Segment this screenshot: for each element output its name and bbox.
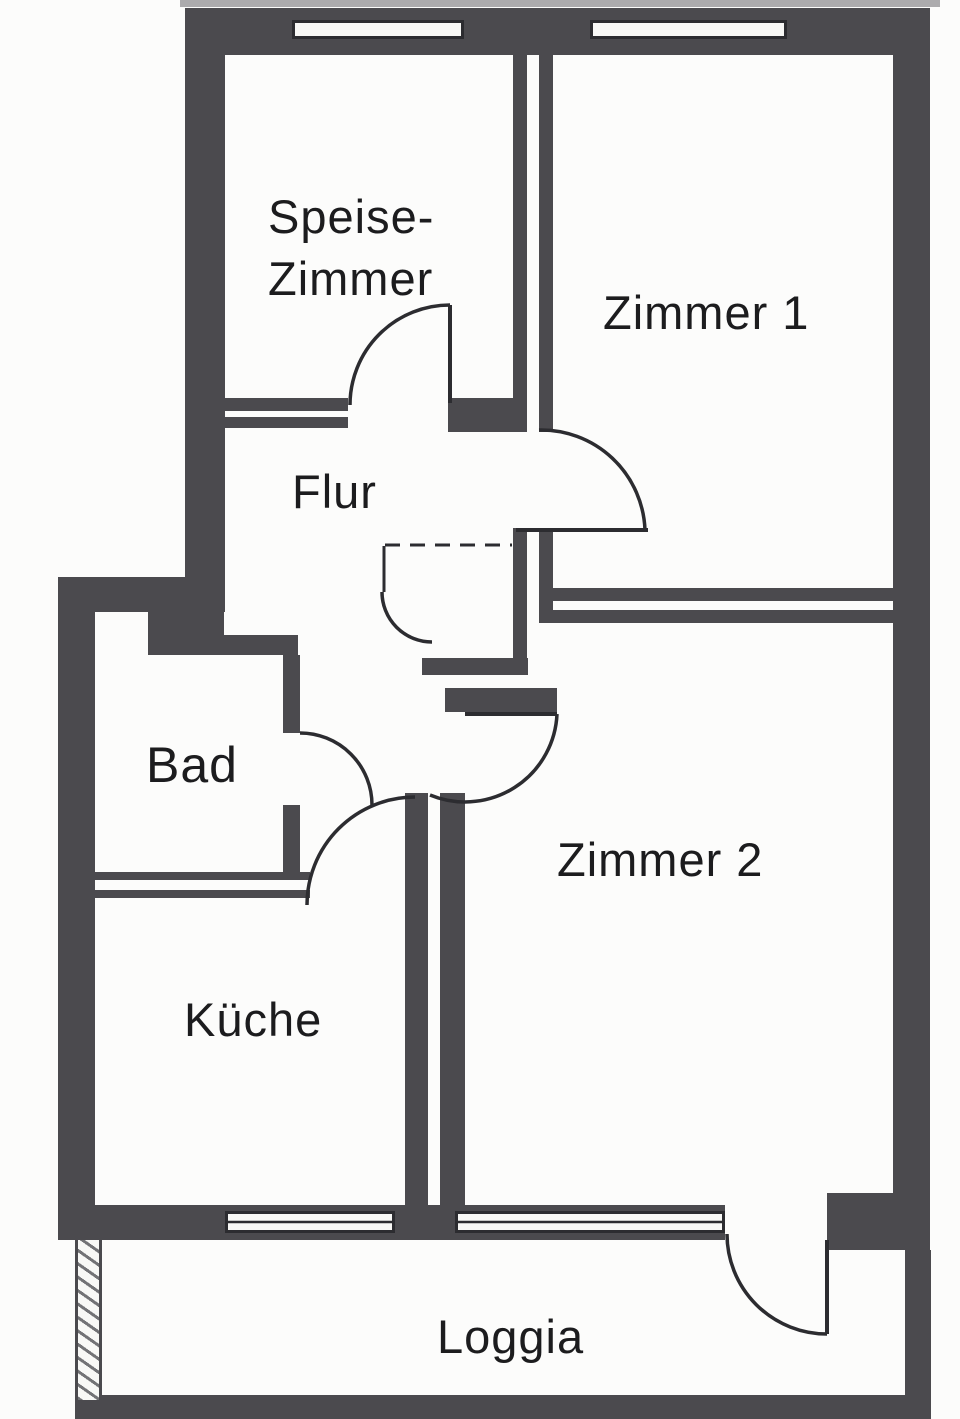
door-arc-bad: [299, 731, 374, 806]
door-arc-niche: [380, 591, 433, 644]
wall-speise-bottom-right: [448, 398, 513, 432]
room-label-flur: Flur: [292, 465, 377, 518]
wall-kueche-right-b: [440, 793, 465, 1205]
wall-loggia-bottom: [75, 1395, 930, 1419]
wall-left-upper-exterior: [185, 8, 225, 612]
wall-kueche-right-a: [405, 793, 428, 1205]
room-label-bad: Bad: [146, 737, 238, 793]
room-label-loggia: Loggia: [437, 1310, 585, 1363]
wall-speise-bottom-a: [185, 398, 348, 411]
window-zimmer-1: [590, 20, 787, 39]
window-zimmer-2: [455, 1211, 725, 1233]
window-speise-zimmer: [292, 20, 464, 39]
wall-bad-kueche-a: [95, 872, 310, 880]
wall-z1-z2-b: [553, 610, 893, 623]
wall-bad-right-lower: [283, 805, 300, 875]
wall-partition-center-right-low: [539, 528, 553, 623]
wall-right-exterior: [893, 8, 930, 1250]
wall-partition-center-left: [513, 55, 527, 432]
room-label-zimmer-1: Zimmer 1: [603, 286, 810, 339]
door-opening-loggia: [725, 1205, 827, 1240]
wall-z1-z2-a: [553, 588, 893, 601]
window-kueche: [225, 1211, 395, 1233]
door-arc-loggia: [725, 1233, 828, 1336]
door-arc-zimmer-2: [429, 713, 559, 804]
scan-artifact-top: [180, 0, 940, 7]
room-label-speise-line1: Speise-: [268, 190, 435, 243]
wall-bad-kueche-b: [95, 890, 310, 898]
wall-speise-bottom-b: [185, 417, 348, 428]
wall-bad-right-upper: [283, 655, 300, 733]
door-arc-kueche: [305, 795, 416, 906]
wall-niche-bottom: [422, 658, 528, 675]
door-arc-zimmer-1: [538, 428, 647, 531]
wall-right-loggia: [905, 1250, 931, 1419]
wall-left-lower-exterior: [58, 577, 95, 1240]
room-label-kueche: Küche: [184, 993, 323, 1046]
wall-loggia-left-hatched: [75, 1240, 102, 1400]
door-arc-speise: [348, 303, 451, 406]
wall-z2-entry-lintel: [445, 688, 557, 712]
wall-bad-notch: [148, 610, 224, 655]
room-label-zimmer-2: Zimmer 2: [557, 833, 764, 886]
wall-loggia-door-block: [827, 1193, 893, 1250]
wall-partition-center-left-low: [513, 528, 527, 658]
room-label-speise-line2: Zimmer: [268, 252, 434, 305]
wall-partition-center-right: [539, 55, 553, 432]
wall-bad-top-h: [222, 635, 298, 655]
